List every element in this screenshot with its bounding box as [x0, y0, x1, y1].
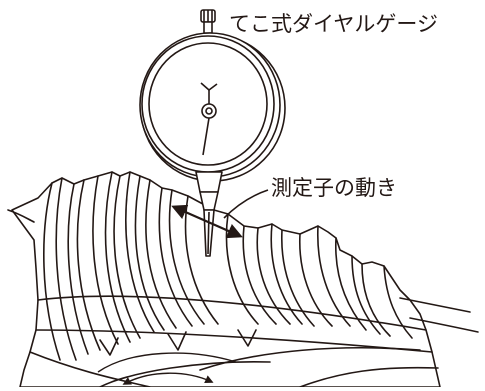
dial-gauge-icon	[139, 9, 286, 257]
leader-line	[223, 189, 269, 219]
probe-motion-label: 測定子の動き	[271, 176, 397, 200]
gear-edge-lines	[7, 209, 479, 333]
gauge-label: てこ式ダイヤルゲージ	[229, 12, 438, 36]
rotation-arrow-icon	[97, 352, 237, 385]
bevel-gear-icon	[11, 171, 441, 388]
gear-rim	[11, 171, 441, 388]
probe-motion-arrow-icon	[171, 204, 243, 239]
